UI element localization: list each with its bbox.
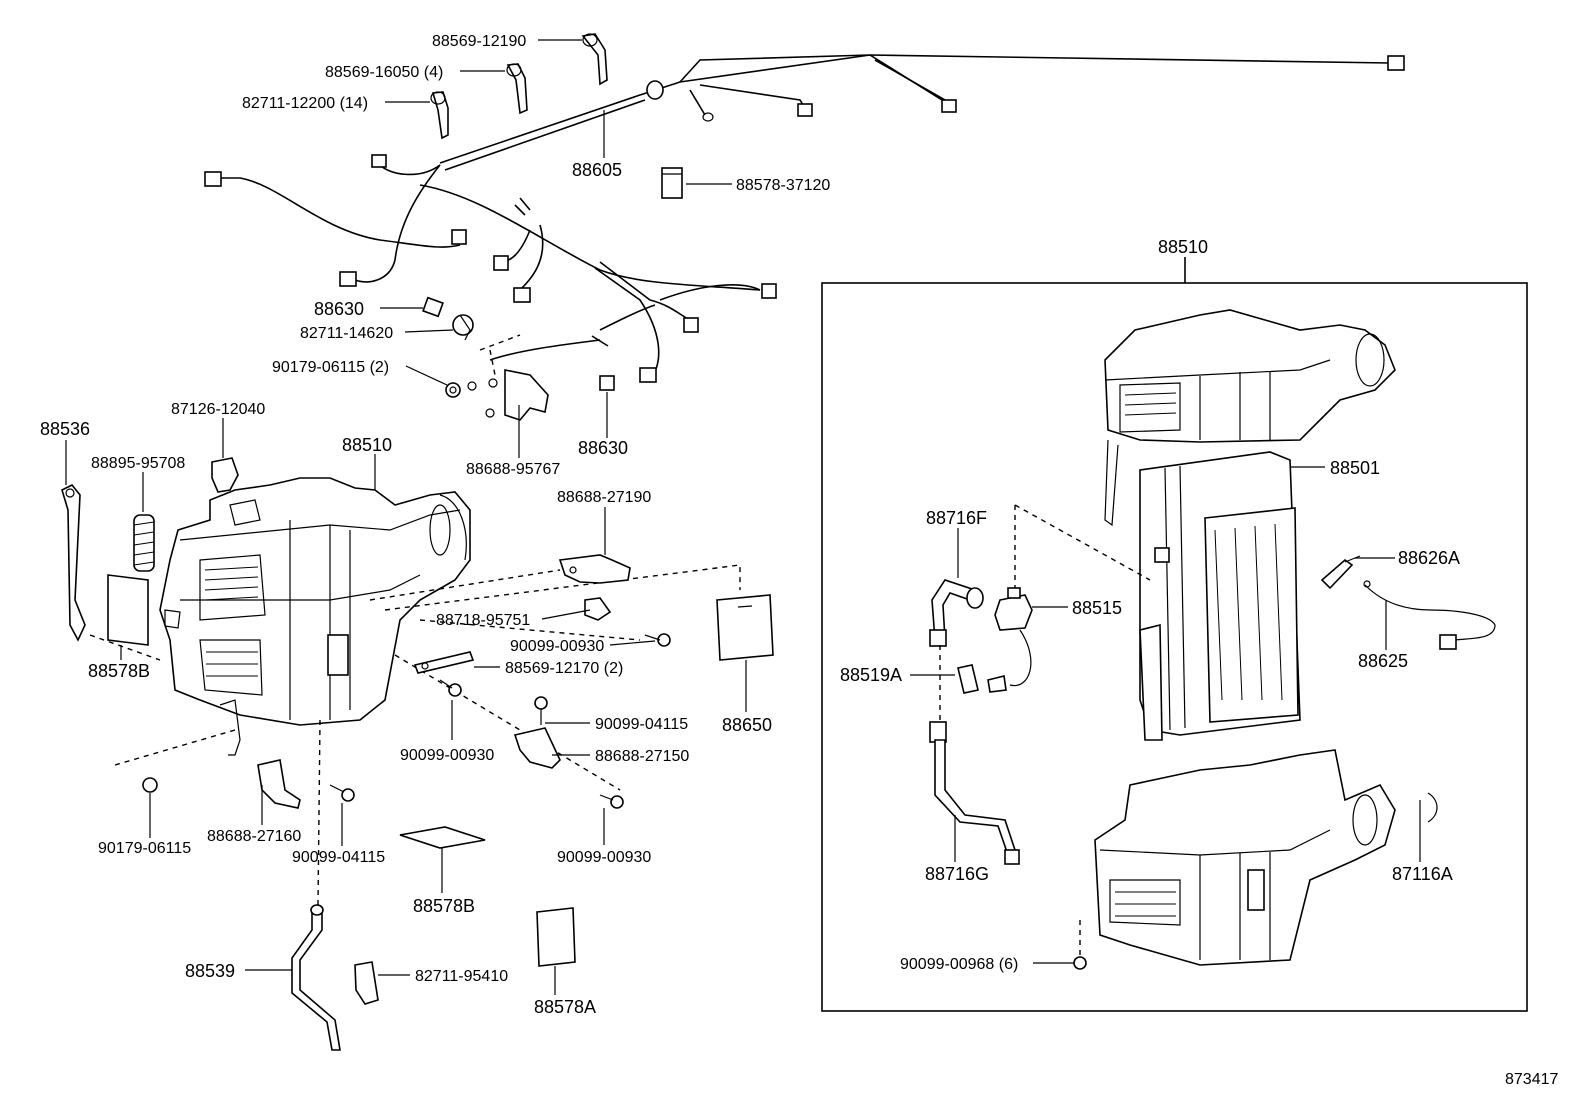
label-88650: 88650 bbox=[722, 715, 772, 735]
grommet-82711-14620 bbox=[452, 314, 474, 341]
label-88625: 88625 bbox=[1358, 651, 1408, 671]
clip-88519A bbox=[939, 645, 979, 720]
nut-90179-06115-2 bbox=[445, 382, 461, 398]
label-88716F: 88716F bbox=[926, 508, 987, 528]
label-88688-95767: 88688-95767 bbox=[466, 461, 560, 478]
spring-88895-95708 bbox=[133, 514, 155, 572]
clamp-88569-16050 bbox=[506, 63, 528, 115]
sensor-88626A bbox=[1320, 555, 1361, 590]
bracket-88688-27150 bbox=[513, 727, 561, 769]
relay-88578-37120 bbox=[661, 167, 683, 199]
label-88626A: 88626A bbox=[1398, 548, 1460, 568]
filter-88578B-bottom bbox=[399, 826, 486, 849]
thermistor-88625 bbox=[1363, 580, 1496, 650]
unit-upper-case bbox=[1104, 309, 1396, 527]
label-88569-12190: 88569-12190 bbox=[432, 33, 526, 50]
screw-90099-00930-b bbox=[439, 679, 462, 697]
label-87116A: 87116A bbox=[1392, 864, 1453, 884]
label-group-88510: 88510 bbox=[1158, 237, 1208, 257]
rod-88536 bbox=[61, 483, 86, 642]
label-87126-12040: 87126-12040 bbox=[171, 401, 265, 418]
label-88716G: 88716G bbox=[925, 864, 989, 884]
clamp-82711-95410 bbox=[354, 961, 379, 1005]
connector-88630-mid bbox=[599, 375, 615, 391]
unit-lower-case bbox=[1094, 749, 1396, 966]
label-88519A: 88519A bbox=[840, 665, 902, 685]
evaporator-88501 bbox=[1139, 451, 1301, 741]
label-88501: 88501 bbox=[1330, 458, 1380, 478]
label-90099-04115-b: 90099-04115 bbox=[292, 849, 385, 866]
filter-88578A bbox=[536, 907, 576, 967]
bracket-88688-95767 bbox=[467, 334, 549, 421]
valve-88515 bbox=[987, 504, 1151, 693]
label-90179-06115-2: 90179-06115 (2) bbox=[272, 359, 389, 376]
label-88578A: 88578A bbox=[534, 997, 596, 1017]
label-88515: 88515 bbox=[1072, 598, 1122, 618]
pipe-88716F bbox=[929, 579, 984, 647]
pipe-88716G bbox=[929, 721, 1020, 865]
clamp-88569-12190 bbox=[581, 33, 608, 86]
label-90099-00930-b: 90099-00930 bbox=[400, 747, 494, 764]
label-90099-00930-c: 90099-00930 bbox=[557, 849, 651, 866]
group-box-88510 bbox=[821, 257, 1528, 1012]
label-90099-00930-a: 90099-00930 bbox=[510, 638, 604, 655]
label-88688-27160: 88688-27160 bbox=[207, 828, 301, 845]
label-88718-95751: 88718-95751 bbox=[436, 612, 530, 629]
label-90099-04115-a: 90099-04115 bbox=[595, 716, 688, 733]
part-labels: 88569-12190 88569-16050 (4) 82711-12200 … bbox=[40, 33, 1558, 1088]
label-88688-27150: 88688-27150 bbox=[595, 748, 689, 765]
label-88578B-bottom: 88578B bbox=[413, 896, 475, 916]
clip-87126-12040 bbox=[211, 457, 239, 493]
label-82711-95410: 82711-95410 bbox=[415, 968, 508, 985]
link-88569-12170 bbox=[413, 651, 475, 674]
connector-88630-top bbox=[422, 296, 444, 318]
screw-90099-04115-a bbox=[534, 696, 548, 725]
label-88605: 88605 bbox=[572, 160, 622, 180]
leader-lines bbox=[65, 39, 1421, 995]
label-88895-95708: 88895-95708 bbox=[91, 455, 185, 472]
hose-88539 bbox=[291, 904, 341, 1051]
label-90099-00968: 90099-00968 (6) bbox=[900, 956, 1018, 973]
screw-90099-00930-a bbox=[644, 633, 671, 647]
clamp-82711-12200 bbox=[430, 91, 449, 140]
screw-90099-04115-b bbox=[329, 784, 355, 802]
label-88578B-left: 88578B bbox=[88, 661, 150, 681]
label-88539: 88539 bbox=[185, 961, 235, 981]
nut-90179-06115 bbox=[142, 777, 158, 793]
label-88569-12170: 88569-12170 (2) bbox=[505, 660, 623, 677]
label-82711-12200: 82711-12200 (14) bbox=[242, 95, 368, 112]
wire-harness-88605 bbox=[204, 54, 1405, 383]
label-82711-14620: 82711-14620 bbox=[300, 325, 393, 342]
screw-90099-00968 bbox=[1073, 915, 1087, 970]
bracket-88688-27160 bbox=[257, 759, 301, 809]
filter-88578B-left bbox=[107, 574, 149, 646]
label-88536: 88536 bbox=[40, 419, 90, 439]
label-88578-37120: 88578-37120 bbox=[736, 177, 830, 194]
relay-88650 bbox=[716, 594, 774, 661]
label-90179-06115: 90179-06115 bbox=[98, 840, 191, 857]
seal-87116A bbox=[1427, 792, 1438, 823]
bracket-88688-27190 bbox=[558, 554, 631, 584]
label-88510-left: 88510 bbox=[342, 435, 392, 455]
label-88630-top: 88630 bbox=[314, 299, 364, 319]
unit-88510-left bbox=[159, 477, 471, 756]
label-88688-27190: 88688-27190 bbox=[557, 489, 651, 506]
label-88569-16050: 88569-16050 (4) bbox=[325, 64, 443, 81]
clip-88718-95751 bbox=[584, 597, 612, 621]
label-88630-mid: 88630 bbox=[578, 438, 628, 458]
screw-90099-00930-c bbox=[599, 794, 624, 809]
diagram-id: 873417 bbox=[1505, 1071, 1558, 1088]
